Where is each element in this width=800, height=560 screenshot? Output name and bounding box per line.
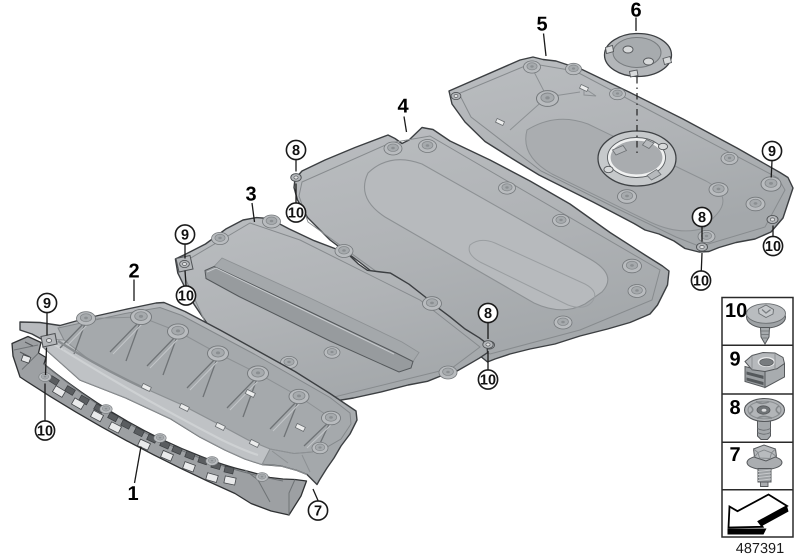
svg-text:487391: 487391 [736, 541, 784, 557]
svg-text:7: 7 [730, 444, 741, 466]
svg-text:10: 10 [725, 300, 747, 322]
svg-text:4: 4 [397, 96, 409, 118]
svg-text:10: 10 [765, 239, 781, 255]
svg-text:8: 8 [484, 306, 492, 322]
svg-text:7: 7 [314, 504, 322, 520]
svg-text:3: 3 [245, 184, 256, 206]
svg-text:9: 9 [43, 296, 51, 312]
svg-text:8: 8 [698, 210, 706, 226]
svg-text:8: 8 [292, 143, 300, 159]
svg-text:10: 10 [178, 289, 194, 305]
svg-text:10: 10 [288, 206, 304, 222]
svg-text:9: 9 [181, 228, 189, 244]
svg-text:10: 10 [693, 274, 709, 290]
svg-text:5: 5 [536, 14, 547, 36]
svg-text:9: 9 [768, 144, 776, 160]
svg-text:9: 9 [730, 349, 741, 371]
svg-text:10: 10 [480, 373, 496, 389]
svg-text:8: 8 [730, 397, 741, 419]
svg-text:2: 2 [128, 261, 139, 283]
svg-text:6: 6 [630, 0, 641, 22]
svg-text:1: 1 [127, 483, 138, 505]
svg-text:10: 10 [37, 424, 53, 440]
